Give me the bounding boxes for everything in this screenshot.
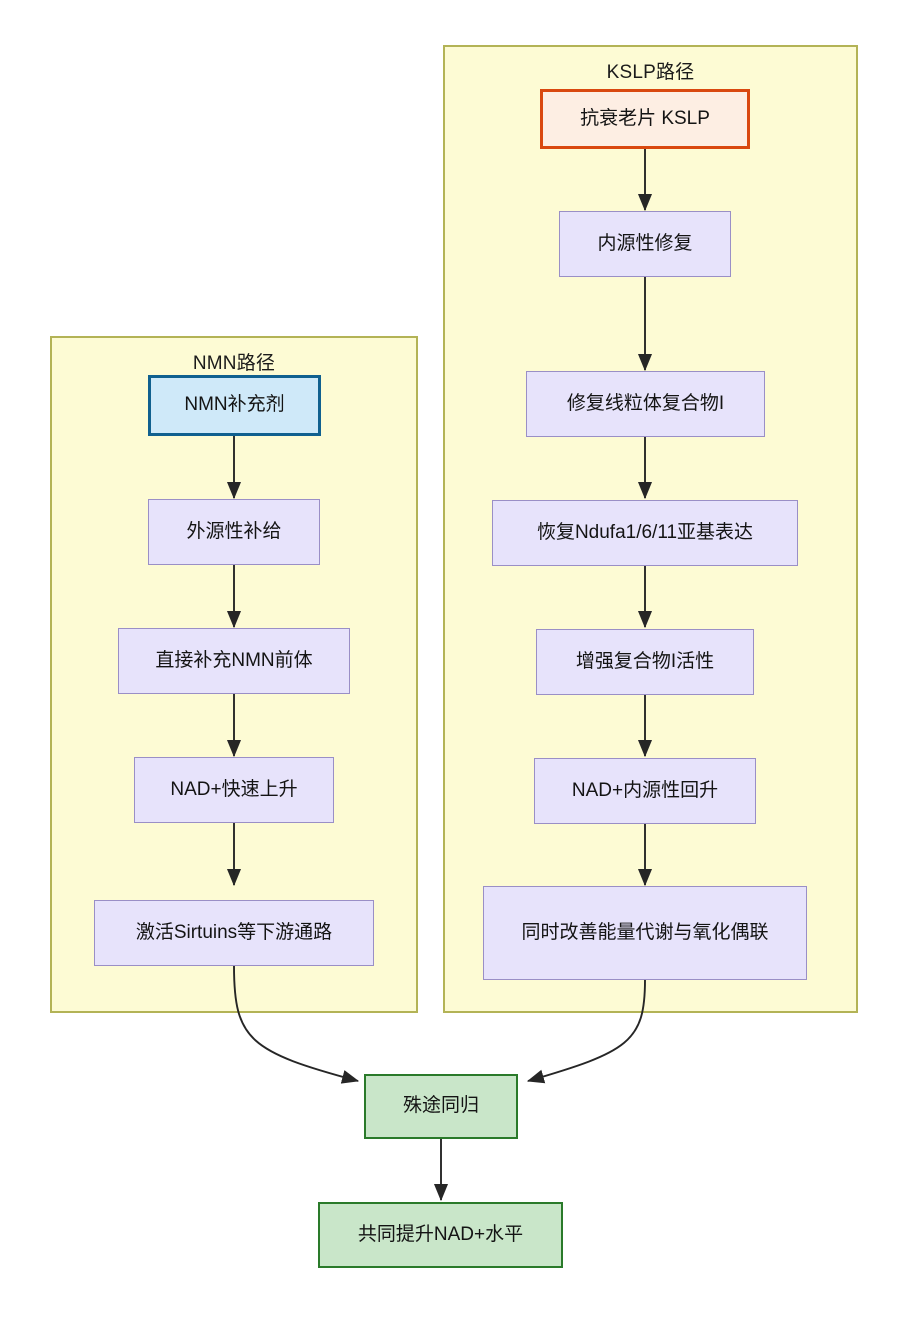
node-kslp-start[interactable]: 抗衰老片 KSLP xyxy=(540,89,750,149)
node-kslp-step6[interactable]: 同时改善能量代谢与氧化偶联 xyxy=(483,886,807,980)
subgraph-nmn-title: NMN路径 xyxy=(192,353,276,374)
node-kslp-step3-label: 恢复Ndufa1/6/11亚基表达 xyxy=(536,521,754,543)
node-kslp-step4[interactable]: 增强复合物I活性 xyxy=(536,629,754,695)
node-nmn-step1-label: 外源性补给 xyxy=(186,520,282,542)
node-kslp-start-label: 抗衰老片 KSLP xyxy=(580,107,710,129)
node-outcome-label: 共同提升NAD+水平 xyxy=(357,1223,524,1245)
node-outcome[interactable]: 共同提升NAD+水平 xyxy=(318,1202,563,1268)
subgraph-kslp-title: KSLP路径 xyxy=(606,62,695,83)
node-nmn-step3-label: NAD+快速上升 xyxy=(170,778,298,800)
node-nmn-step3[interactable]: NAD+快速上升 xyxy=(134,757,334,823)
node-nmn-step2-label: 直接补充NMN前体 xyxy=(155,649,313,671)
node-converge-label: 殊途同归 xyxy=(402,1095,479,1117)
node-nmn-step4-label: 激活Sirtuins等下游通路 xyxy=(135,921,333,943)
node-kslp-step5-label: NAD+内源性回升 xyxy=(571,779,719,801)
node-kslp-step2[interactable]: 修复线粒体复合物I xyxy=(526,371,765,437)
node-converge[interactable]: 殊途同归 xyxy=(364,1074,518,1139)
node-kslp-step5[interactable]: NAD+内源性回升 xyxy=(534,758,756,824)
node-kslp-step1-label: 内源性修复 xyxy=(597,232,693,254)
node-nmn-start[interactable]: NMN补充剂 xyxy=(148,375,321,436)
node-kslp-step1[interactable]: 内源性修复 xyxy=(559,211,731,277)
node-kslp-step6-label: 同时改善能量代谢与氧化偶联 xyxy=(521,921,769,943)
node-kslp-step4-label: 增强复合物I活性 xyxy=(575,650,715,672)
node-nmn-start-label: NMN补充剂 xyxy=(184,394,285,416)
node-nmn-step2[interactable]: 直接补充NMN前体 xyxy=(118,628,350,694)
node-kslp-step3[interactable]: 恢复Ndufa1/6/11亚基表达 xyxy=(492,500,798,566)
node-nmn-step1[interactable]: 外源性补给 xyxy=(148,499,320,565)
node-kslp-step2-label: 修复线粒体复合物I xyxy=(566,392,725,414)
node-nmn-step4[interactable]: 激活Sirtuins等下游通路 xyxy=(94,900,374,966)
